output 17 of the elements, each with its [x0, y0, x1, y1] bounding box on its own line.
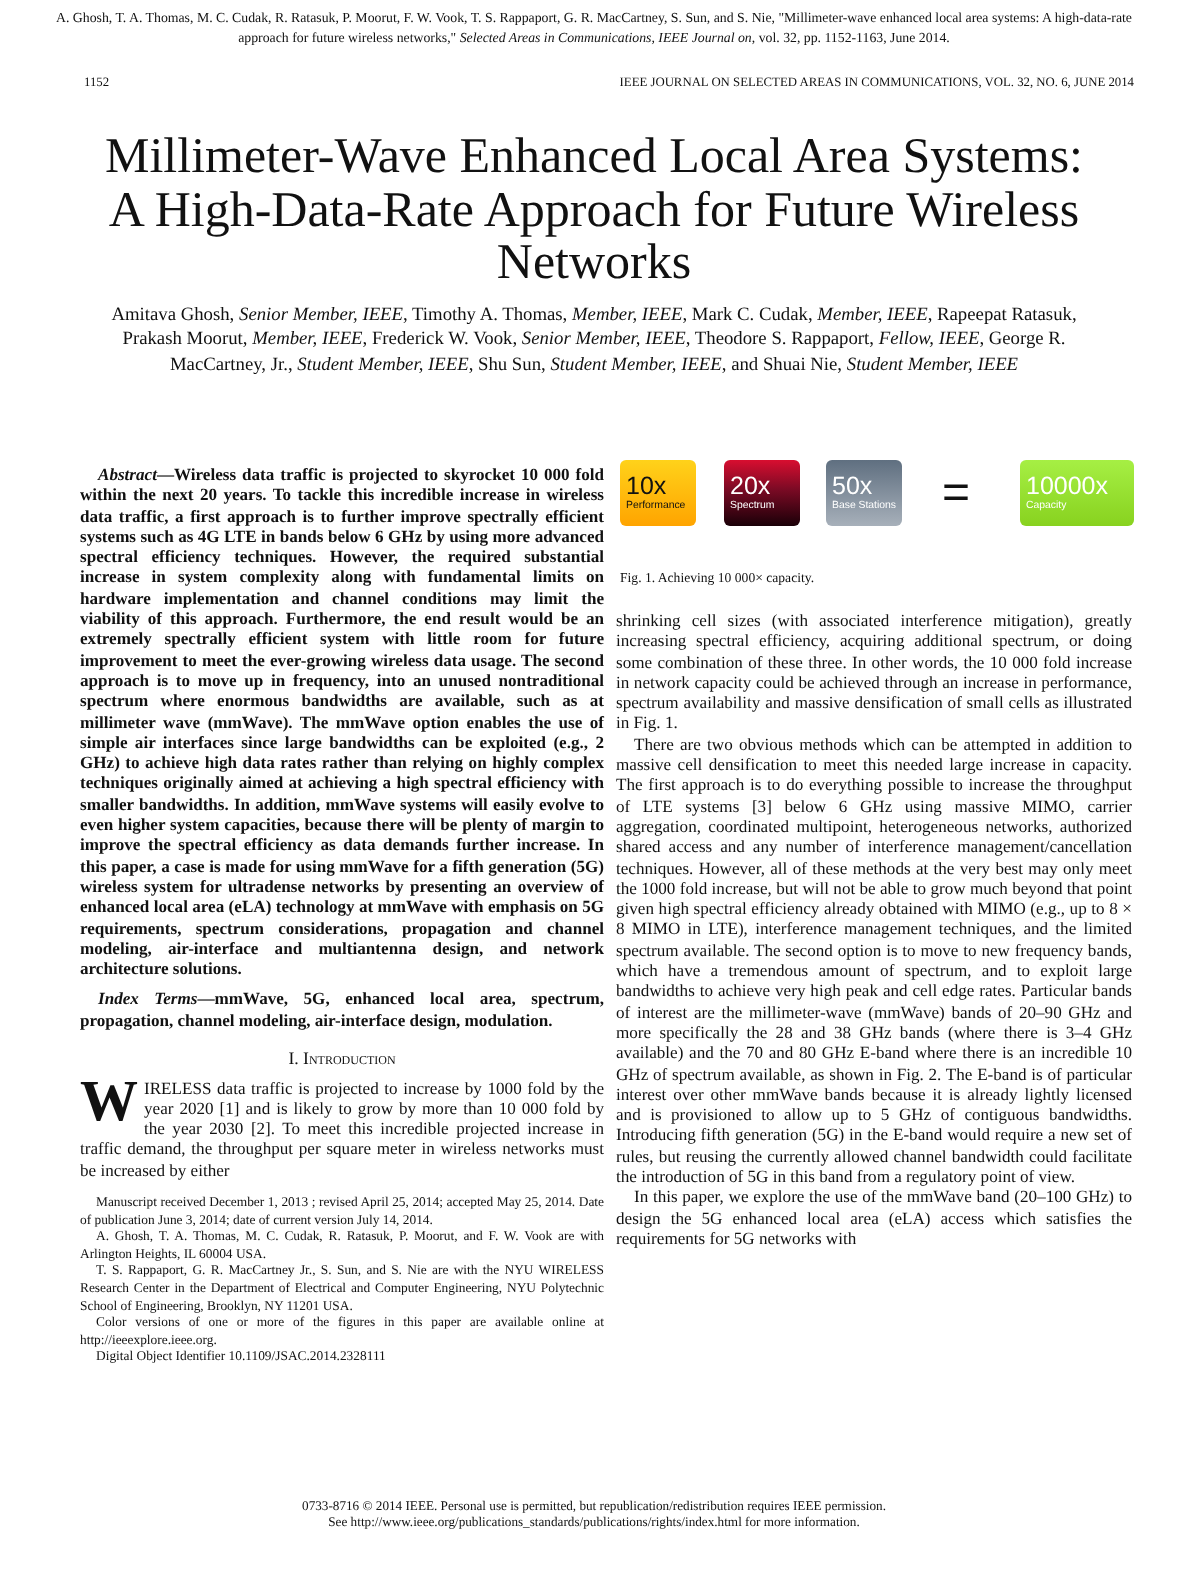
equals-sign: =: [942, 470, 971, 518]
section-heading: I. Introduction: [286, 1048, 398, 1070]
factor-value: 50x: [832, 473, 875, 499]
body-paragraph: In this paper, we explore the use of the mmWave band (20–100 GHz) to design the 5G enhanced local area (eLA) access which satisfies the requirements for 5G networks with: [616, 1186, 1132, 1249]
author-list: Amitava Ghosh, Senior Member, IEEE, Timothy A. Thomas, Member, IEEE, Mark C. Cudak, Member, IEEE, Rapeepat Ratasuk, Prakash Moorut, Member, IEEE, Frederick W. Vook, Senior Member, IEEE, Theodore S. Rappaport, Fellow, IEEE, George R. MacCartney, Jr., Student Member, IEEE, Shu Sun, Student Member, IEEE, and Shuai Nie, Student Member, IEEE: [110, 304, 1078, 378]
factor-value: 10000x: [1026, 473, 1111, 499]
factor-value: 20x: [730, 473, 773, 499]
abstract-paragraph: Abstract—Wireless data traffic is projected to skyrocket 10 000 fold within the next 20 years. To tackle this incredible increase in wireless data traffic, a first approach is to further improve spectrally efficient systems such as 4G LTE in bands below 6 GHz by using more advanced spectral efficiency techniques. However, the required substantial increase in system complexity along with fundamental limits on hardware implementation and channel conditions may limit the viability of this approach. Furthermore, the end result would be an extremely spectrally efficient system with little room for future improvement to meet the ever-growing wireless data usage. The second approach is to move up in frequency, into an unused nontraditional spectrum where enormous bandwidths are available, such as at millimeter wave (mmWave). The mmWave option enables the use of simple air interfaces since large bandwidths can be exploited (e.g., 2 GHz) to achieve high data rates rather than relying on highly complex techniques originally aimed at achieving a high spectral efficiency with smaller bandwidths. In addition, mmWave systems will easily evolve to even higher system capacities, because there will be plenty of margin to improve the spectral efficiency as data demands further increase. In this paper, a case is made for using mmWave for a fifth generation (5G) wireless system for ultradense networks by presenting an overview of enhanced local area (eLA) technology at mmWave with emphasis on 5G requirements, spectrum considerations, propagation and channel modeling, air-interface and multiantenna design, and network architecture solutions.: [80, 464, 604, 979]
body-paragraph: There are two obvious methods which can be attempted in addition to massive cell densification to meet this needed large increase in capacity. The first approach is to do everything possible to increase the throughput of LTE systems [3] below 6 GHz using massive MIMO, carrier aggregation, coordinated multipoint, heterogeneous networks, authorized shared access and any number of interference management/cancellation techniques. However, all of these methods at the very best may only meet the 1000 fold increase, but will not be able to grow much beyond that point given high spectral efficiency already obtained with MIMO (e.g., up to 8 × 8 MIMO in LTE), interference management techniques, and the limited spectrum available. The second option is to move to new frequency bands, which have a tremendous amount of spectrum, and to exploit large bandwidths to achieve very high peak and cell edge rates. Particular bands of interest are the millimeter-wave (mmWave) bands of 20–90 GHz and more specifically the 28 and 38 GHz bands (where there is 3–4 GHz available) and the 70 and 80 GHz E-band where there is an incredible 10 GHz of spectrum available, as shown in Fig. 2. The E-band is of particular interest over other mmWave bands because it is already lightly licensed and is provisioned to allow up to 5 GHz of contiguous bandwidths. Introducing fifth generation (5G) in the E-band would require a new set of rules, but reusing the currently allowed channel bandwidth could facilitate the introduction of 5G in this band from a regulatory point of view.: [616, 733, 1132, 1187]
body-paragraph: shrinking cell sizes (with associated interference mitigation), greatly increasing spectral efficiency, acquiring additional spectrum, or doing some combination of these three. In other words, the 10 000 fold increase in network capacity could be achieved through an increase in performance, spectrum availability and massive densification of small cells as illustrated in Fig. 1.: [616, 610, 1132, 734]
result-box: [1020, 460, 1134, 526]
factor-box: [620, 460, 696, 526]
index-terms: Index Terms—mmWave, 5G, enhanced local area, spectrum, propagation, channel modeling, air-interface design, modulation.: [80, 988, 604, 1031]
paper-title: Millimeter-Wave Enhanced Local Area Systems: A High-Data-Rate Approach for Future Wireless Networks: [103, 132, 1085, 291]
factor-box: [826, 460, 902, 526]
factor-box: [724, 460, 800, 526]
factor-value: 10x: [626, 473, 669, 499]
